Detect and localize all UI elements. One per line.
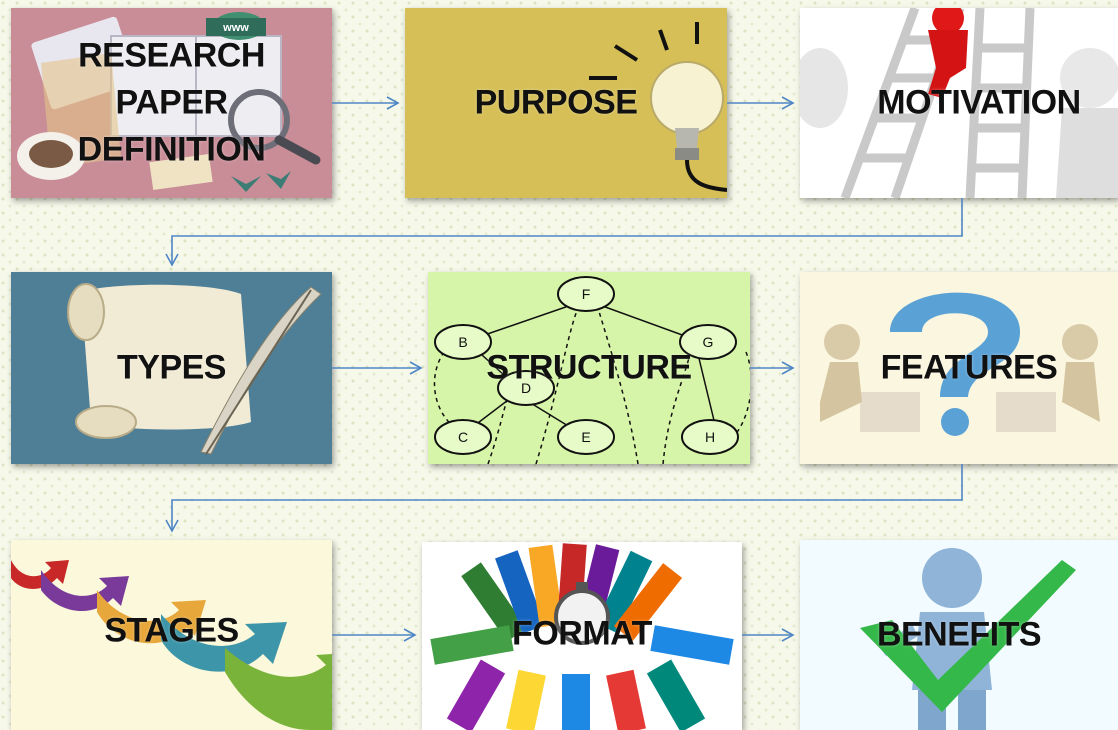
card-label: TYPES bbox=[117, 348, 226, 387]
light-bulb-illustration bbox=[405, 8, 727, 198]
card-benefits[interactable]: BENEFITS bbox=[800, 540, 1118, 730]
tree-node-g: G bbox=[703, 334, 714, 350]
tree-node-b: B bbox=[458, 334, 467, 350]
card-label: FEATURES bbox=[880, 348, 1058, 387]
card-label: MOTIVATION bbox=[877, 83, 1081, 122]
card-types[interactable]: TYPES bbox=[11, 272, 332, 464]
tree-node-e: E bbox=[581, 429, 590, 445]
card-stages[interactable]: STAGES bbox=[11, 540, 332, 730]
connector-features-to-stages bbox=[165, 464, 963, 533]
card-label: BENEFITS bbox=[876, 615, 1042, 654]
card-label: PURPOSE bbox=[474, 83, 638, 122]
tree-node-h: H bbox=[705, 429, 715, 445]
card-structure[interactable]: F B G D C E H STRUCTURE bbox=[428, 272, 750, 464]
card-motivation[interactable]: MOTIVATION bbox=[800, 8, 1118, 198]
card-features[interactable]: FEATURES bbox=[800, 272, 1118, 464]
scroll-quill-illustration bbox=[11, 272, 332, 464]
card-label: STRUCTURE bbox=[486, 348, 692, 387]
curved-arrows-illustration bbox=[11, 540, 332, 730]
card-purpose[interactable]: PURPOSE bbox=[405, 8, 727, 198]
card-research-paper-definition[interactable]: www RESEARCH PAPER DEFINITION bbox=[11, 8, 332, 198]
card-label: STAGES bbox=[104, 611, 239, 650]
connector-motivation-to-types bbox=[165, 198, 963, 267]
www-badge: www bbox=[222, 22, 249, 34]
tree-node-d: D bbox=[521, 380, 531, 396]
card-format[interactable]: FORMAT bbox=[422, 542, 742, 730]
question-mark-figures-illustration bbox=[800, 272, 1118, 464]
tree-node-c: C bbox=[458, 429, 468, 445]
tree-node-f: F bbox=[582, 286, 591, 302]
tree-graph-illustration: F B G D C E H bbox=[428, 272, 750, 464]
card-label: FORMAT bbox=[512, 614, 652, 653]
figure-checkmark-illustration bbox=[800, 540, 1118, 730]
card-label: RESEARCH PAPER DEFINITION bbox=[77, 36, 266, 169]
ladder-figures-illustration bbox=[800, 8, 1118, 198]
book-ring-stopwatch-illustration bbox=[422, 542, 742, 730]
desk-books-illustration: www bbox=[11, 8, 332, 198]
